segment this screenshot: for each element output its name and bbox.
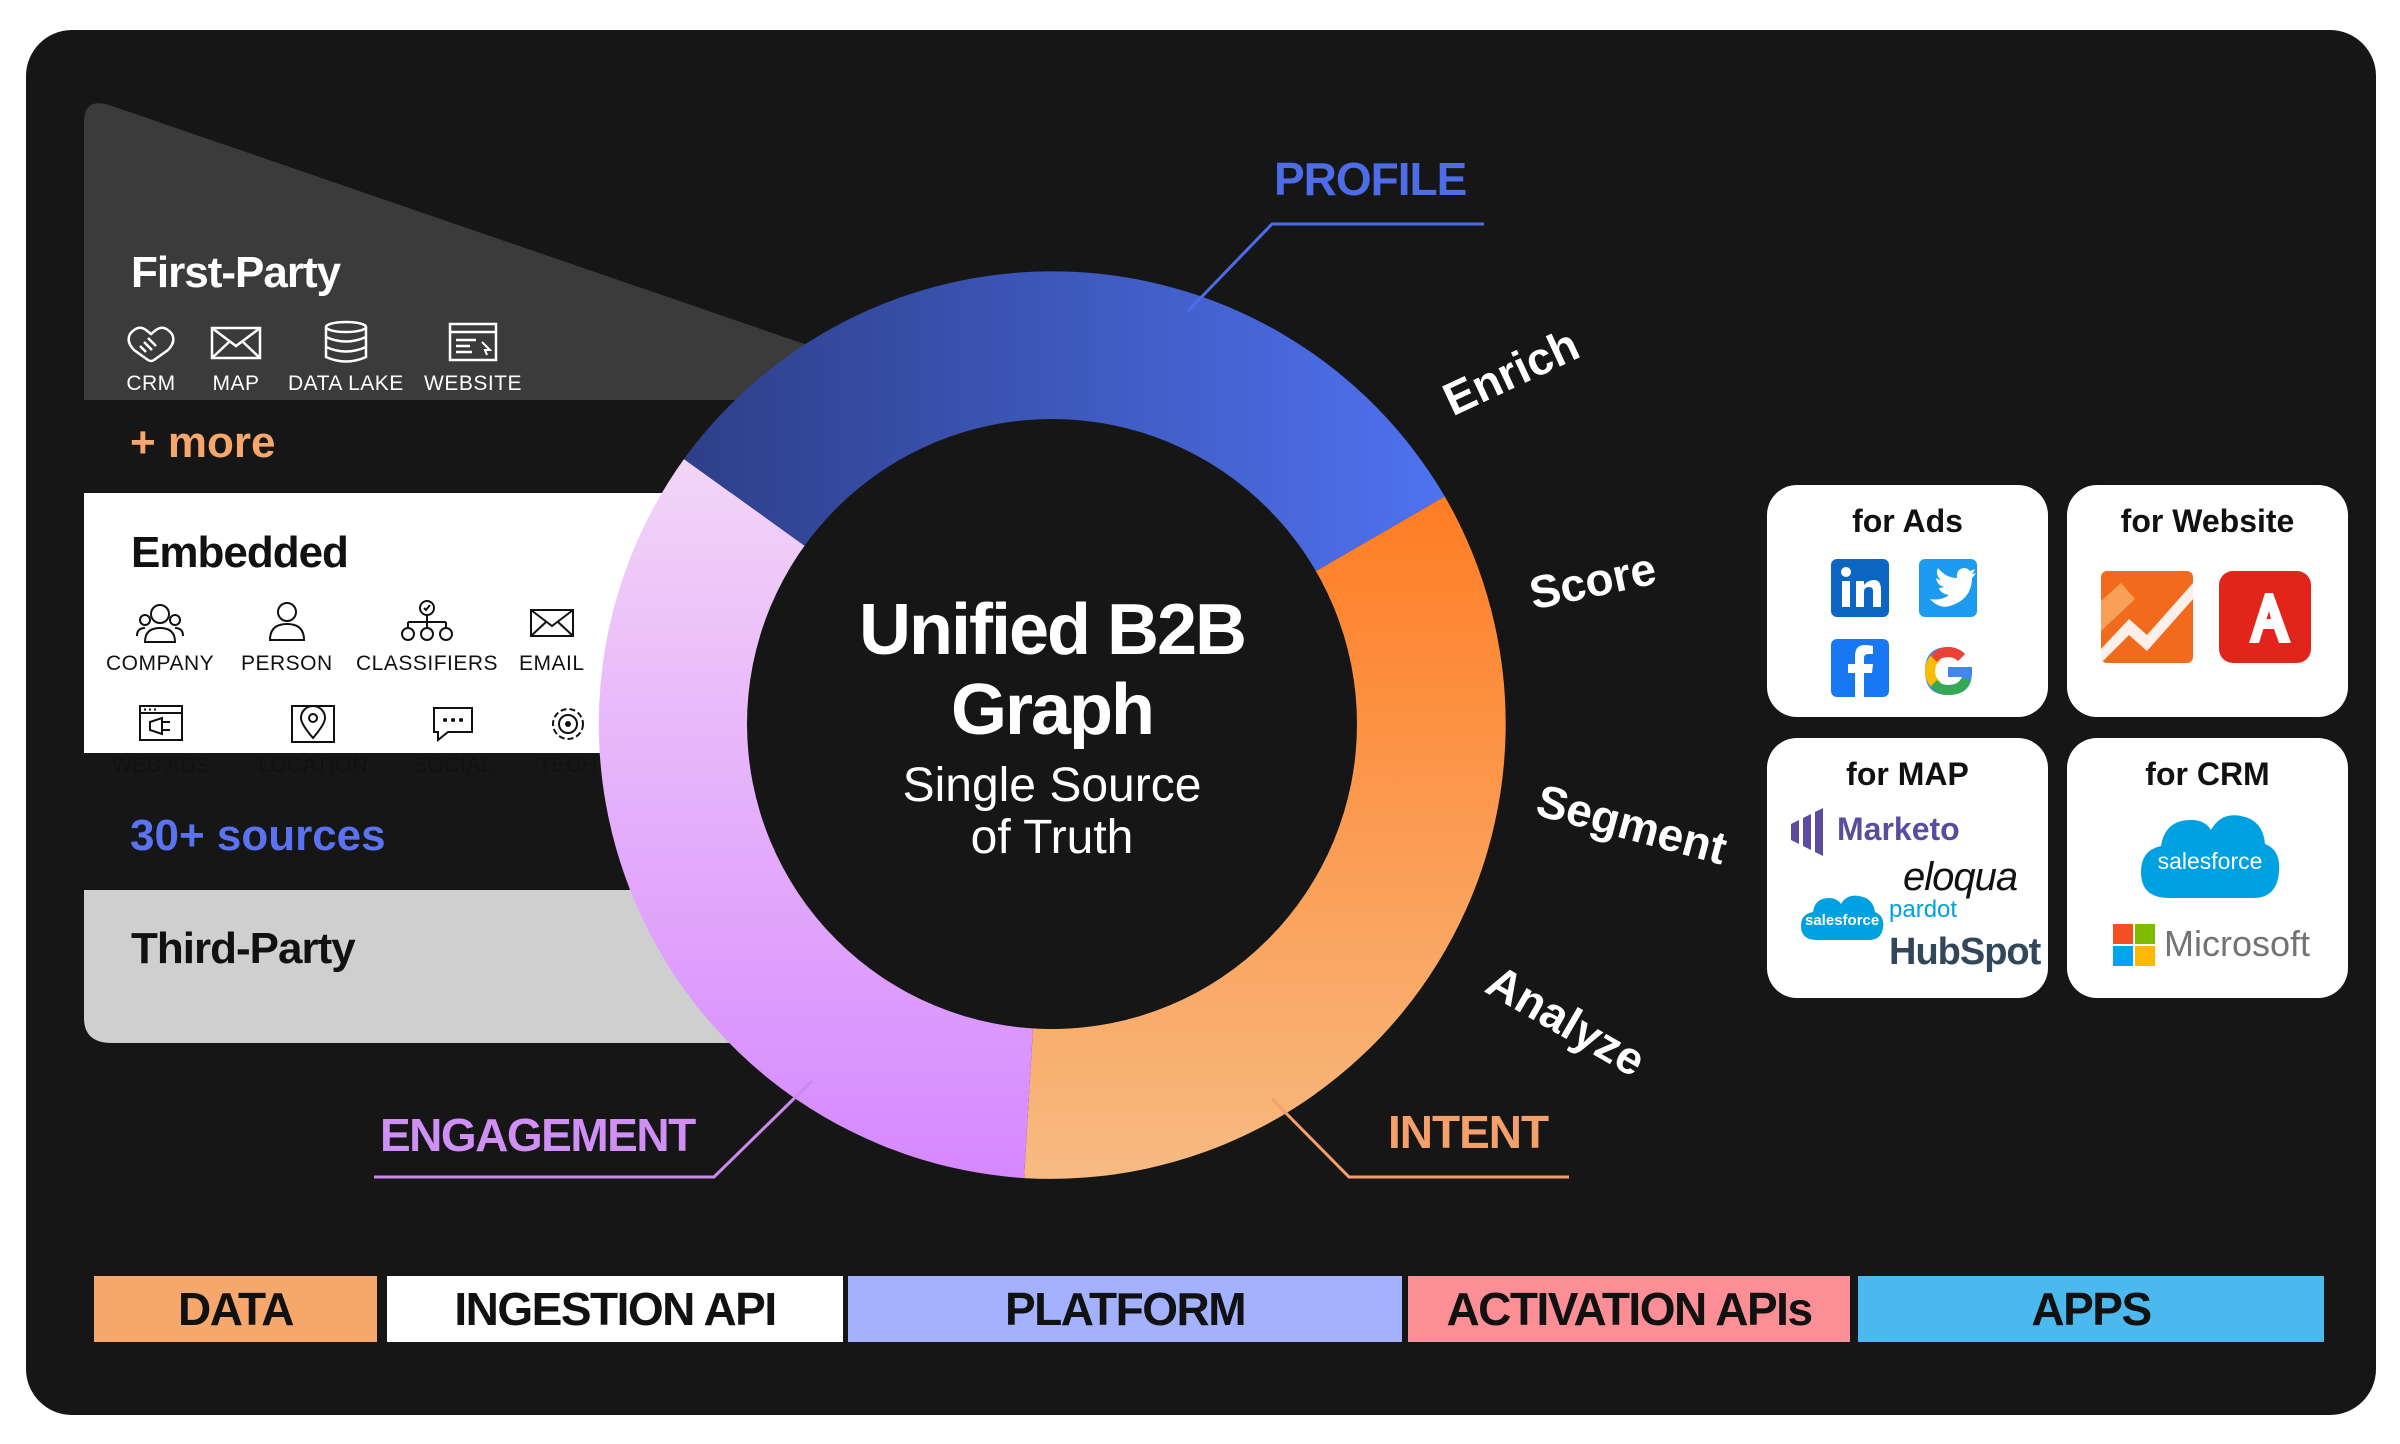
analytics-icon (2101, 571, 2193, 663)
graph-subtitle: Single Source of Truth (752, 760, 1352, 864)
engagement-label: ENGAGEMENT (380, 1109, 696, 1161)
ads-logos (1831, 559, 1977, 697)
map-tile-title: for MAP (1846, 756, 1969, 792)
chat-bubble-icon (433, 707, 474, 743)
map-tile: for MAP Marketo eloqua salesforce pardot… (1767, 738, 2048, 998)
intent-segment (1024, 496, 1506, 1179)
layer-data-label: DATA (178, 1283, 294, 1335)
website-label: WEBSITE (424, 372, 523, 395)
email-label: EMAIL (519, 652, 585, 675)
layer-apps-label: APPS (2031, 1283, 2152, 1335)
hierarchy-icon (401, 600, 454, 641)
web-ads-icon (139, 705, 184, 741)
social-label: SOCIAL (413, 754, 494, 777)
adobe-icon (2219, 571, 2311, 663)
graph-title: Unified B2B Graph (752, 590, 1352, 750)
third-party-block (84, 890, 816, 1043)
layer-apps: APPS (1858, 1276, 2324, 1342)
tech-label: TECH (538, 754, 598, 777)
envelope-icon (210, 326, 262, 360)
third-party-title: Third-Party (131, 924, 356, 973)
salesforce-logo-small: salesforce (1805, 912, 1880, 929)
location-label: LOCATION (258, 754, 368, 777)
first-party-title: First-Party (131, 248, 341, 297)
layer-data: DATA (94, 1276, 377, 1342)
data-lake-label: DATA LAKE (288, 372, 404, 395)
layer-ingestion-api-label: INGESTION API (454, 1283, 777, 1335)
graph-title-line1: Unified B2B (858, 590, 1247, 670)
location-item: LOCATION (258, 702, 368, 778)
graph-title-line2: Graph (950, 670, 1155, 750)
company-label: COMPANY (106, 652, 215, 675)
twitter-icon (1919, 559, 1977, 617)
marketo-logo-mark (1791, 808, 1823, 856)
website-item: WEBSITE (424, 320, 522, 396)
layer-platform: PLATFORM (848, 1276, 1402, 1342)
database-icon (324, 320, 368, 363)
web-ads-label: WEB'ADS (112, 754, 211, 777)
crm-item: CRM (124, 320, 178, 396)
eloqua-logo: eloqua (1903, 855, 2018, 899)
email-item: EMAIL (519, 600, 585, 676)
crm-tile: for CRM salesforce Microsoft (2067, 738, 2348, 998)
classifiers-label: CLASSIFIERS (356, 652, 499, 675)
classifiers-item: CLASSIFIERS (356, 600, 498, 676)
data-lake-item: DATA LAKE (288, 320, 404, 396)
profile-callout-line (1186, 222, 1484, 313)
unified-graph-ring (374, 222, 1569, 1179)
website-tile: for Website (2067, 485, 2348, 717)
sources-count: 30+ sources (130, 811, 386, 860)
graph-subtitle-line2: of Truth (970, 811, 1134, 864)
engagement-callout-line (374, 1079, 814, 1179)
google-icon (1925, 647, 1972, 695)
person-label: PERSON (241, 652, 333, 675)
browser-icon (448, 322, 498, 362)
website-tile-title: for Website (2120, 503, 2295, 539)
microsoft-logo: Microsoft (2164, 923, 2311, 964)
graph-core (747, 419, 1357, 1029)
map-label: MAP (212, 372, 260, 395)
handshake-icon (127, 326, 175, 363)
layer-ingestion-api: INGESTION API (387, 1276, 843, 1342)
person-icon (268, 602, 305, 641)
layer-activation-apis: ACTIVATION APIs (1408, 1276, 1850, 1342)
salesforce-cloud-large-icon (2141, 815, 2280, 898)
web-ads-item: WEB'ADS (112, 702, 211, 778)
marketo-logo: Marketo (1837, 811, 1960, 847)
tech-gear-icon (551, 708, 584, 740)
more-sources-text: + more (130, 418, 276, 467)
facebook-icon (1831, 639, 1889, 697)
layer-activation-apis-label: ACTIVATION APIs (1446, 1283, 1813, 1335)
ads-tile-title: for Ads (1852, 503, 1963, 539)
linkedin-icon (1831, 559, 1889, 617)
envelope-icon (529, 609, 574, 637)
salesforce-logo: salesforce (2157, 848, 2263, 874)
first-party-block (84, 103, 816, 400)
website-logos (2101, 571, 2311, 663)
layer-platform-label: PLATFORM (1004, 1283, 1247, 1335)
microsoft-icon (2113, 924, 2155, 966)
embedded-title: Embedded (131, 528, 349, 577)
crm-tile-title: for CRM (2145, 756, 2270, 792)
location-pin-icon (290, 705, 335, 743)
social-item: SOCIAL (413, 702, 493, 778)
person-item: PERSON (241, 600, 333, 676)
map-item: MAP (209, 320, 263, 396)
intent-callout-line (1270, 1097, 1569, 1179)
profile-label: PROFILE (1274, 153, 1467, 205)
graph-subtitle-line1: Single Source (902, 759, 1202, 812)
tech-item: TECH (538, 702, 597, 778)
diagram-panel: First-Party CRM MAP DATA LAKE WEBSITE + … (26, 30, 2376, 1415)
pardot-logo: pardot (1889, 896, 1958, 923)
crm-label: CRM (126, 372, 176, 395)
company-item: COMPANY (106, 600, 214, 676)
company-icon (136, 604, 185, 643)
ads-tile: for Ads (1767, 485, 2048, 717)
engagement-segment (598, 459, 1033, 1179)
hubspot-logo: HubSpot (1889, 931, 2041, 973)
salesforce-cloud-icon (1801, 895, 1884, 940)
intent-label: INTENT (1388, 1106, 1549, 1158)
